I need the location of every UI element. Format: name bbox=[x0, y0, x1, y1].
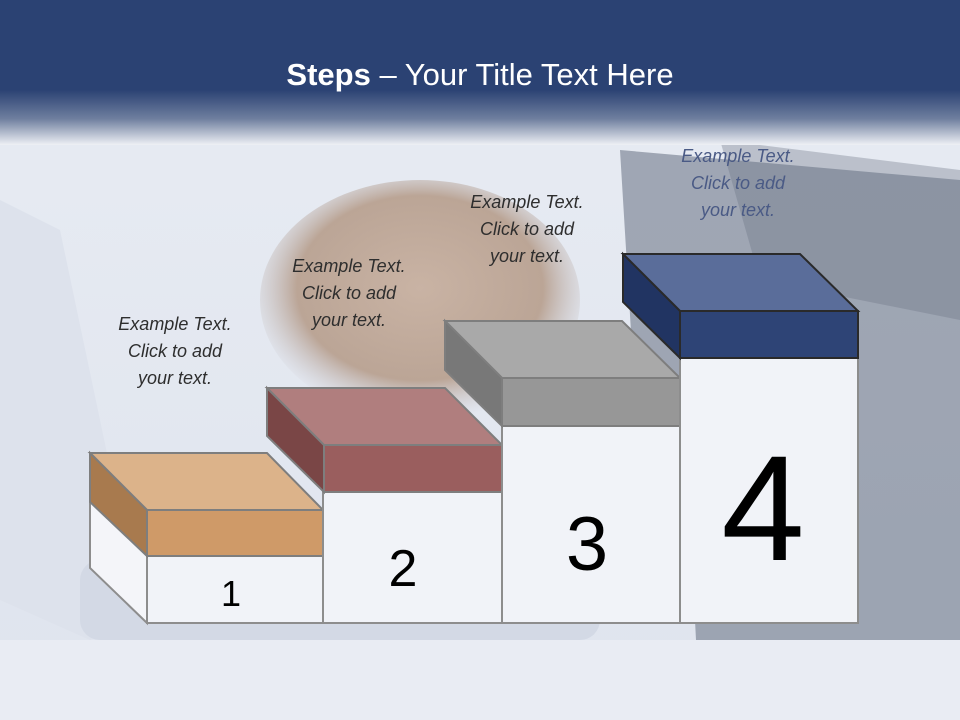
step-1-block-front bbox=[146, 509, 324, 557]
step-3[interactable]: 3 bbox=[442, 318, 683, 624]
step-2-text-line: your text. bbox=[311, 310, 387, 330]
step-2-text-line: Example Text. bbox=[292, 256, 406, 276]
step-2-block-front bbox=[323, 444, 503, 493]
title-rest: – Your Title Text Here bbox=[370, 57, 674, 92]
title-bold: Steps bbox=[286, 57, 371, 92]
step-4-text-line: Example Text. bbox=[681, 146, 795, 166]
step-3-block-front bbox=[501, 377, 681, 427]
step-2[interactable]: 2 bbox=[264, 385, 505, 624]
step-1-number: 1 bbox=[221, 573, 241, 614]
step-2-column bbox=[322, 491, 503, 624]
step-2-text[interactable]: Example Text. Click to add your text. bbox=[249, 253, 449, 334]
step-1-column bbox=[146, 554, 324, 624]
step-1-text[interactable]: Example Text. Click to add your text. bbox=[75, 311, 275, 392]
slide-title[interactable]: Steps – Your Title Text Here bbox=[0, 55, 960, 95]
step-4-text-line: your text. bbox=[700, 200, 776, 220]
step-4-text-line: Click to add bbox=[690, 173, 786, 193]
step-1-text-line: Click to add bbox=[127, 341, 223, 361]
step-3-text-line: your text. bbox=[489, 246, 565, 266]
step-3-text-line: Example Text. bbox=[470, 192, 584, 212]
step-3-number: 3 bbox=[566, 502, 608, 587]
step-1[interactable]: 1 bbox=[87, 450, 326, 626]
step-2-text-line: Click to add bbox=[301, 283, 397, 303]
step-4-block-front bbox=[679, 310, 859, 359]
step-3-text[interactable]: Example Text. Click to add your text. bbox=[427, 189, 627, 270]
step-4[interactable]: 4 bbox=[620, 251, 861, 624]
step-2-number: 2 bbox=[389, 540, 418, 598]
step-4-column bbox=[679, 356, 859, 624]
step-4-text[interactable]: Example Text. Click to add your text. bbox=[638, 143, 838, 224]
step-1-text-line: Example Text. bbox=[118, 314, 232, 334]
step-1-text-line: your text. bbox=[137, 368, 213, 388]
step-3-text-line: Click to add bbox=[479, 219, 575, 239]
step-3-column bbox=[501, 424, 681, 624]
title-bar bbox=[0, 0, 960, 145]
step-4-number: 4 bbox=[721, 424, 804, 592]
